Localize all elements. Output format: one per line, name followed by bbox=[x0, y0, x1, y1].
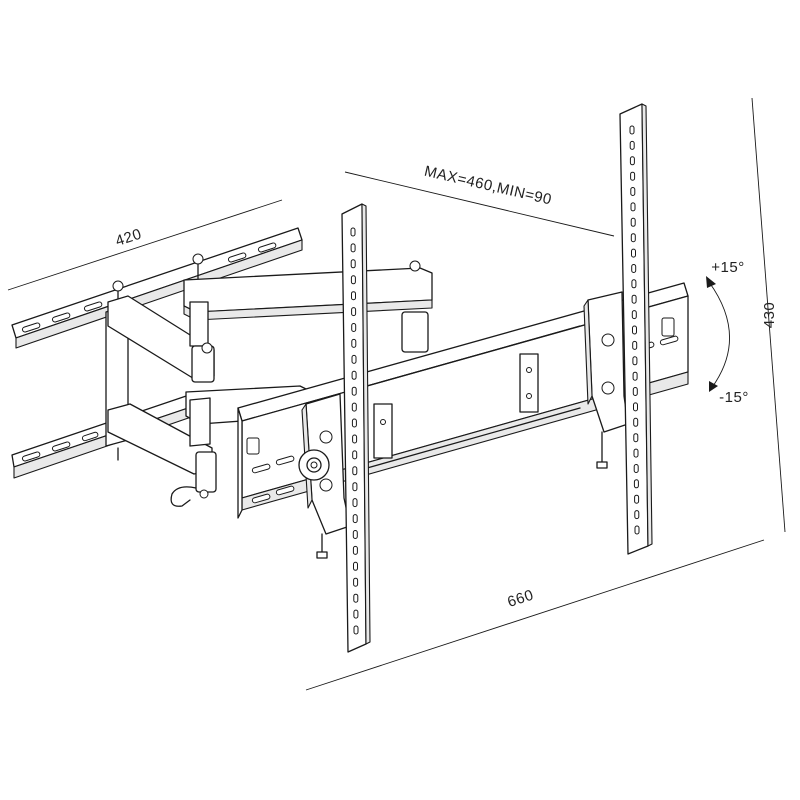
dim-line-420 bbox=[7, 199, 283, 291]
left-vertical-rail bbox=[341, 203, 371, 653]
rail-hole bbox=[353, 625, 359, 635]
rail-hole bbox=[353, 561, 358, 571]
rail-hole bbox=[351, 370, 357, 380]
dim-line-vesa bbox=[344, 171, 615, 237]
rail-hole bbox=[350, 259, 356, 269]
rail-hole bbox=[353, 609, 359, 619]
rail-hole bbox=[352, 434, 358, 444]
rail-hole bbox=[633, 433, 639, 443]
dim-label-660: 660 bbox=[505, 587, 535, 611]
rail-hole bbox=[632, 371, 638, 381]
rail-hole bbox=[351, 402, 357, 412]
rail-hole bbox=[631, 294, 637, 304]
rail-hole bbox=[632, 325, 637, 335]
rail-hole bbox=[630, 171, 636, 181]
dimension-lines bbox=[7, 97, 786, 691]
rail-hole bbox=[633, 402, 638, 412]
right-tilt-bracket bbox=[583, 291, 629, 469]
dim-label-430: 430 bbox=[761, 302, 778, 329]
rail-hole bbox=[630, 202, 636, 212]
rail-hole bbox=[633, 448, 639, 458]
rail-hole bbox=[634, 510, 640, 520]
rail-hole bbox=[634, 525, 640, 535]
rail-hole bbox=[629, 156, 635, 166]
rail-hole bbox=[352, 514, 358, 524]
rail-hole bbox=[351, 354, 357, 364]
rail-hole bbox=[352, 498, 358, 508]
rail-hole bbox=[631, 310, 637, 320]
right-vertical-rail bbox=[619, 103, 653, 555]
rail-hole bbox=[350, 275, 356, 285]
dim-label-420: 420 bbox=[113, 226, 143, 250]
rail-hole bbox=[630, 217, 636, 227]
tilt-arc-arrow bbox=[706, 276, 730, 392]
dim-line-660 bbox=[305, 539, 765, 691]
rail-hole bbox=[630, 233, 636, 243]
left-tilt-bracket bbox=[298, 393, 351, 559]
rail-hole bbox=[352, 545, 358, 555]
rail-hole bbox=[631, 279, 637, 289]
rail-hole bbox=[351, 418, 357, 428]
dim-line-430 bbox=[751, 97, 786, 533]
rail-hole bbox=[350, 243, 356, 253]
tilt-knob-left bbox=[298, 449, 330, 481]
rail-hole bbox=[629, 140, 635, 150]
rail-hole bbox=[632, 340, 638, 350]
rail-hole bbox=[631, 248, 636, 258]
articulating-arms bbox=[107, 260, 433, 507]
rail-hole bbox=[351, 323, 357, 332]
rail-hole bbox=[351, 291, 356, 301]
rail-hole bbox=[351, 338, 357, 348]
rail-hole bbox=[633, 464, 639, 473]
rail-hole bbox=[352, 482, 358, 492]
rail-hole bbox=[352, 466, 358, 476]
rail-hole bbox=[352, 450, 358, 460]
rail-hole bbox=[353, 593, 359, 603]
tilt-up-label: +15° bbox=[711, 259, 744, 276]
rail-hole bbox=[351, 386, 357, 396]
rail-hole bbox=[633, 479, 639, 489]
rail-hole bbox=[352, 530, 358, 539]
rail-hole bbox=[633, 417, 639, 427]
rail-hole bbox=[631, 264, 637, 273]
dim-label-vesa: MAX=460,MIN=90 bbox=[423, 163, 554, 209]
rail-hole bbox=[353, 577, 359, 587]
rail-hole bbox=[630, 187, 636, 196]
rail-hole bbox=[351, 307, 357, 317]
rail-hole bbox=[350, 227, 356, 237]
tilt-down-label: -15° bbox=[719, 389, 749, 406]
rail-hole bbox=[632, 356, 638, 366]
rail-hole bbox=[634, 494, 640, 504]
rail-hole bbox=[629, 125, 635, 135]
rail-hole bbox=[632, 387, 638, 396]
